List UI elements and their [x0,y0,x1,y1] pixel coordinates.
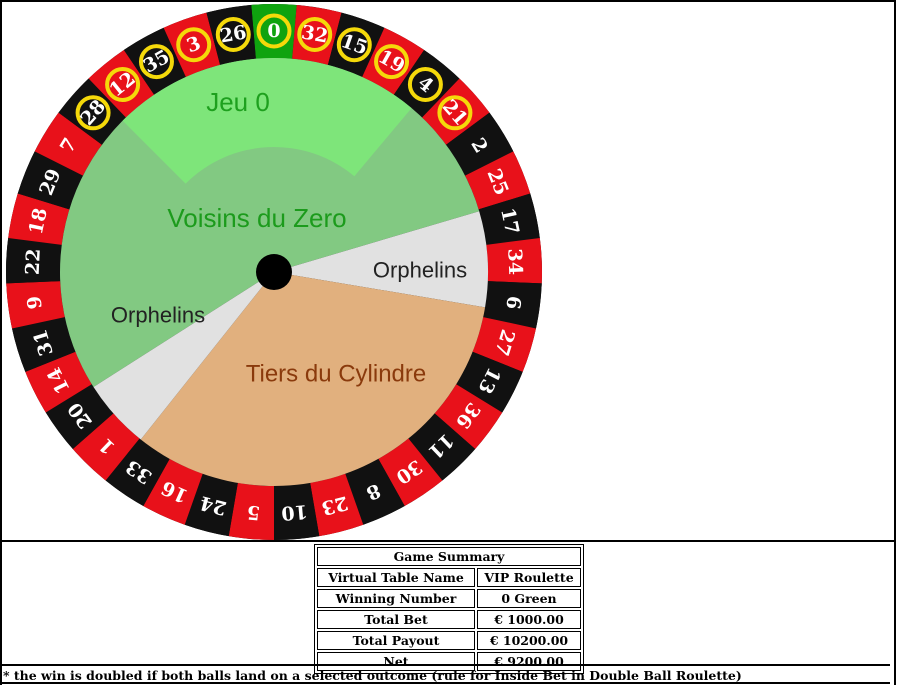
highlight-ring [105,66,141,102]
wheel-hub [256,254,292,290]
footnote: * the win is doubled if both balls land … [0,664,890,684]
row-value: 0 Green [477,589,581,608]
section-jeu-0[interactable] [122,57,412,184]
pocket-20[interactable] [45,384,114,450]
highlight-ring [437,95,473,131]
section-label: Voisins du Zero [167,203,346,233]
highlight-ring [215,16,251,52]
pocket-28[interactable] [58,78,126,145]
pocket-number: 0 [267,20,280,42]
pocket-17[interactable] [478,193,540,245]
highlight-ring [138,44,174,80]
highlight-ring [374,44,410,80]
pocket-30[interactable] [378,438,443,506]
pocket-7[interactable] [34,112,102,176]
pocket-number: 17 [496,206,523,236]
game-summary-table: Game Summary Virtual Table Name VIP Roul… [314,544,584,674]
highlight-ring [297,16,333,52]
pocket-number: 6 [501,295,525,311]
pocket-19[interactable] [362,27,425,95]
section-orphelins-right[interactable] [274,211,488,308]
section-label: Orphelins [373,258,467,283]
pocket-number: 22 [22,248,45,275]
table-row: Virtual Table Name VIP Roulette [317,568,581,587]
pocket-22[interactable] [6,237,62,284]
highlight-ring [176,27,212,63]
pocket-16[interactable] [143,458,203,525]
section-label: Orphelins [111,303,205,328]
pocket-10[interactable] [274,482,320,540]
pocket-4[interactable] [393,49,460,118]
pocket-27[interactable] [472,317,536,372]
row-value: VIP Roulette [477,568,581,587]
section-orphelins-left[interactable] [93,272,275,440]
row-value: € 10200.00 [477,631,581,650]
table-row: Total Payout € 10200.00 [317,631,581,650]
pocket-36[interactable] [434,384,503,450]
pocket-29[interactable] [17,151,83,210]
pocket-35[interactable] [123,27,186,95]
highlight-ring [407,66,443,102]
pocket-11[interactable] [408,413,476,481]
pocket-number: 34 [503,248,526,275]
row-value: € 1000.00 [477,610,581,629]
summary-title: Game Summary [317,547,581,566]
pocket-26[interactable] [206,4,256,65]
pocket-14[interactable] [25,351,92,413]
highlight-ring [75,95,111,131]
pocket-31[interactable] [12,317,76,372]
pocket-18[interactable] [8,193,70,245]
pocket-33[interactable] [105,438,170,506]
summary-title-row: Game Summary [317,547,581,566]
row-label: Total Bet [317,610,475,629]
pocket-2[interactable] [446,112,514,176]
pocket-number: 9 [23,295,47,311]
pocket-12[interactable] [88,49,155,118]
row-label: Virtual Table Name [317,568,475,587]
pocket-21[interactable] [422,78,490,145]
pocket-number: 32 [300,21,330,47]
row-label: Winning Number [317,589,475,608]
pocket-1[interactable] [72,413,140,481]
highlight-ring [256,13,292,49]
pocket-34[interactable] [486,237,542,284]
pocket-number: 18 [25,206,52,236]
row-label: Total Payout [317,631,475,650]
pocket-23[interactable] [310,473,364,537]
pocket-15[interactable] [327,12,385,77]
section-tiers-du-cylindre[interactable] [140,272,486,486]
pocket-8[interactable] [345,458,405,525]
pocket-6[interactable] [483,281,542,329]
pocket-3[interactable] [163,12,221,77]
pocket-24[interactable] [184,473,238,537]
pocket-25[interactable] [465,151,531,210]
pocket-number: 5 [246,501,261,524]
table-row: Winning Number 0 Green [317,589,581,608]
section-label: Tiers du Cylindre [246,361,427,388]
pocket-5[interactable] [228,482,274,540]
table-row: Total Bet € 1000.00 [317,610,581,629]
section-label: Jeu 0 [206,87,270,117]
pocket-32[interactable] [292,4,342,65]
pocket-13[interactable] [456,351,523,413]
pocket-number: 10 [280,500,308,524]
pocket-9[interactable] [6,281,65,329]
highlight-ring [336,27,372,63]
pocket-number: 26 [218,21,248,47]
